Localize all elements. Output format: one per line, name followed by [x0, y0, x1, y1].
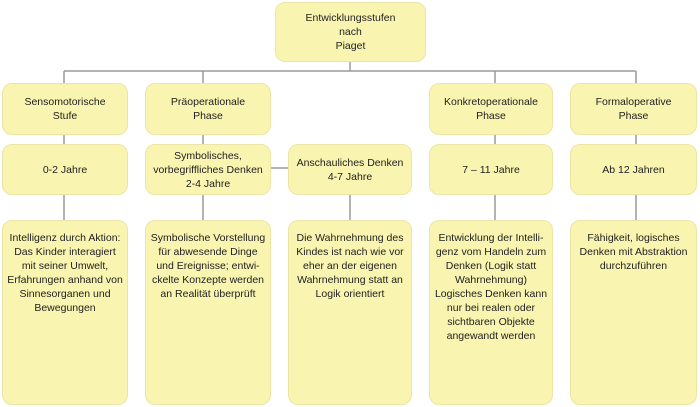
age-konkretoperational: 7 – 11 Jahre: [429, 144, 553, 195]
age-anschaulich: Anschauliches Denken 4-7 Jahre: [288, 144, 412, 195]
description-konkretoperational: Entwicklung der Intelli- genz vom Handel…: [429, 220, 553, 405]
age-formaloperativ: Ab 12 Jahren: [570, 144, 697, 195]
stage-title-praeoperational: Präoperationale Phase: [145, 83, 271, 135]
description-symbolisch: Symbolische Vorstellung für abwesende Di…: [145, 220, 271, 405]
age-sensomotorisch: 0-2 Jahre: [2, 144, 128, 195]
description-formaloperativ: Fähigkeit, logisches Denken mit Abstrakt…: [570, 220, 697, 405]
description-sensomotorisch: Intelligenz durch Aktion: Das Kinder int…: [2, 220, 128, 405]
root-node: Entwicklungsstufen nach Piaget: [275, 2, 426, 62]
description-anschaulich: Die Wahrnehmung des Kindes ist nach wie …: [288, 220, 412, 405]
stage-title-formaloperativ: Formaloperative Phase: [570, 83, 697, 135]
stage-title-konkretoperational: Konkretoperationale Phase: [429, 83, 553, 135]
age-symbolisch: Symbolisches, vorbegriffliches Denken 2-…: [145, 144, 271, 195]
stage-title-sensomotorisch: Sensomotorische Stufe: [2, 83, 128, 135]
